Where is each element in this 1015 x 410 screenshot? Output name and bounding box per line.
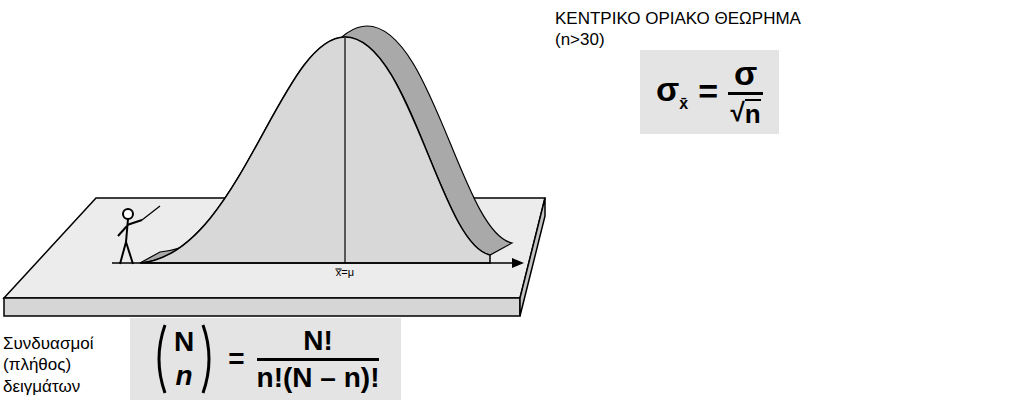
axis-line	[112, 262, 515, 264]
mean-line	[344, 38, 345, 263]
right-parenthesis	[200, 322, 216, 396]
axis-arrowhead	[512, 258, 524, 268]
fraction: N!n!(N – n)!	[257, 324, 380, 394]
root-sign: √	[731, 98, 745, 128]
subscript: x̄	[679, 95, 688, 112]
sigma-symbol: σ	[656, 70, 679, 108]
left-parenthesis	[152, 322, 168, 396]
combination-formula-box: Nn = N!n!(N – n)!	[130, 318, 401, 400]
axis-label: x̿=μ	[325, 266, 365, 280]
equals-sign: =	[228, 343, 244, 375]
numerator: σ	[728, 56, 763, 95]
slab-side	[520, 198, 545, 316]
curve-ribbon	[140, 26, 512, 263]
numerator: N!	[303, 324, 333, 358]
binomial-top: N	[174, 325, 194, 359]
binomial-stack: Nn	[174, 325, 194, 392]
formula-box: σx̄=σ√n	[640, 50, 779, 134]
presenter-figure	[118, 206, 160, 264]
sigma-xbar: σx̄	[656, 70, 688, 113]
fraction: σ√n	[728, 56, 763, 128]
theorem-title: ΚΕΝΤΡΙΚΟ ΟΡΙΑΚΟ ΘΕΩΡΗΜΑ (n>30)	[555, 8, 845, 51]
binomial-bottom: n	[176, 359, 193, 393]
radicand: n	[745, 99, 761, 128]
slab-front	[4, 298, 520, 316]
bell-curve	[140, 37, 490, 263]
denominator: n!(N – n)!	[257, 361, 380, 395]
fraction-bar	[257, 358, 380, 361]
side-note: Συνδυασμοί (πλήθος) δειγμάτων	[3, 333, 103, 397]
denominator: √n	[731, 95, 761, 128]
equals-sign: =	[698, 72, 718, 111]
